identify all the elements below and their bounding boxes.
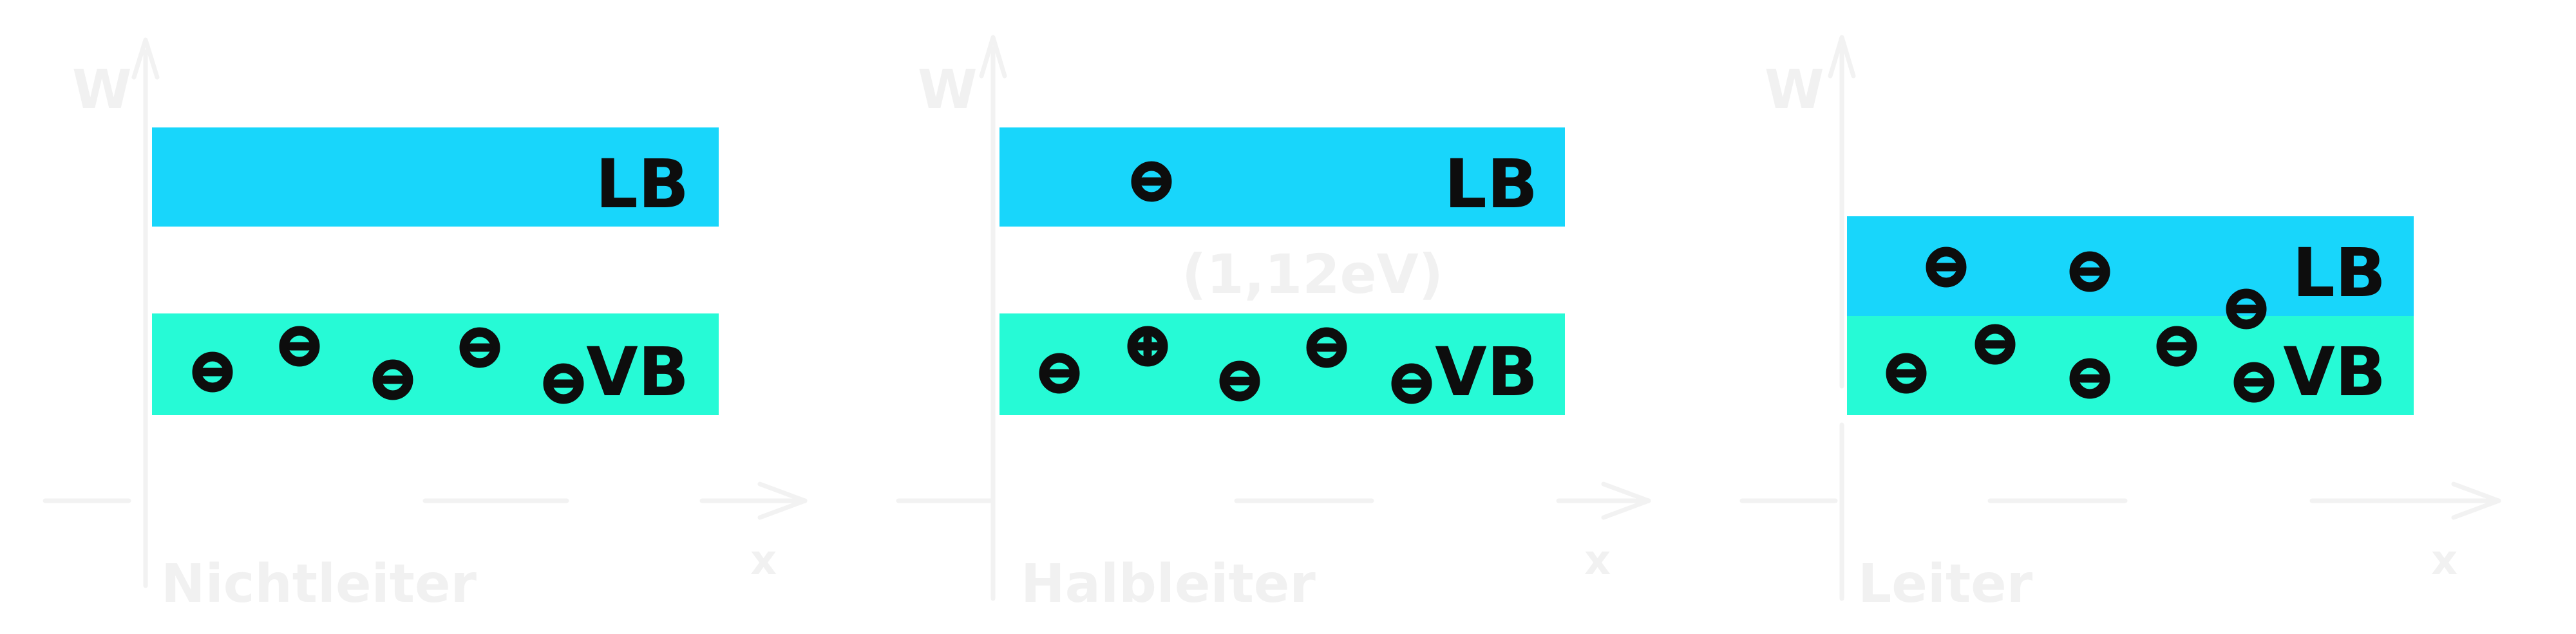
- panel-2-conduction-band: [999, 127, 1565, 227]
- panel-2-axes: [896, 35, 1651, 601]
- panel-halbleiter: W x Halbleiter (1,12eV) LB VB: [896, 35, 1651, 615]
- electron-symbol: [1975, 324, 2016, 365]
- electron-symbol: [459, 327, 500, 368]
- panel-3-x-axis-label: x: [2431, 537, 2458, 584]
- panel-3-valence-band: [1847, 316, 2414, 415]
- electron-symbol: [1131, 161, 1172, 202]
- electron-symbol: [2233, 362, 2275, 403]
- electron-symbol: [543, 363, 584, 404]
- panel-1-valence-carriers: [192, 326, 584, 404]
- electron-symbol: [1039, 353, 1080, 394]
- panel-2-valence-band: [999, 313, 1565, 415]
- panel-2-y-axis-label: W: [918, 58, 978, 121]
- electron-symbol: [372, 359, 413, 400]
- electron-symbol: [2069, 251, 2110, 292]
- panel-2-conduction-band-label: LB: [1444, 145, 1538, 223]
- panel-1-axes: [43, 37, 808, 588]
- panel-3-conduction-carriers: [1926, 247, 2267, 330]
- panel-2-valence-carriers: [1039, 326, 1432, 404]
- panel-3-valence-carriers: [1886, 324, 2275, 403]
- electron-symbol: [1219, 360, 1260, 402]
- panel-2-x-axis-label: x: [1584, 537, 1611, 584]
- panel-2-conduction-carriers: [1131, 161, 1172, 202]
- electron-symbol: [192, 351, 233, 393]
- panel-2-band-gap-note: (1,12eV): [1182, 243, 1443, 306]
- electron-symbol: [1306, 327, 1347, 368]
- electron-symbol: [279, 326, 320, 367]
- panel-3-axes: [1739, 35, 2501, 601]
- hole-symbol: [1127, 326, 1168, 367]
- panel-3-conduction-band-label: LB: [2292, 234, 2386, 312]
- panel-1-valence-band-label: VB: [586, 333, 689, 411]
- panel-3-caption: Leiter: [1858, 554, 2033, 615]
- panel-1-conduction-band: [152, 127, 719, 227]
- panel-1-caption: Nichtleiter: [161, 554, 477, 615]
- panel-nichtleiter: W x Nichtleiter LB VB: [43, 37, 808, 615]
- electron-symbol: [2156, 326, 2197, 367]
- panel-leiter: W x Leiter LB VB: [1739, 35, 2501, 615]
- panel-3-y-axis-label: W: [1765, 58, 1824, 121]
- electron-symbol: [1926, 247, 1967, 288]
- electron-symbol: [2226, 288, 2267, 330]
- electron-symbol: [1886, 353, 1927, 394]
- panel-1-valence-band: [152, 313, 719, 415]
- panel-1-conduction-band-label: LB: [595, 145, 689, 223]
- panel-2-caption: Halbleiter: [1021, 554, 1316, 615]
- electron-symbol: [1391, 363, 1432, 404]
- panel-1-y-axis-label: W: [72, 58, 132, 121]
- panel-3-valence-band-label: VB: [2283, 333, 2386, 411]
- panel-2-valence-band-label: VB: [1435, 333, 1538, 411]
- panel-1-x-axis-label: x: [750, 537, 777, 584]
- electron-symbol: [2069, 358, 2110, 399]
